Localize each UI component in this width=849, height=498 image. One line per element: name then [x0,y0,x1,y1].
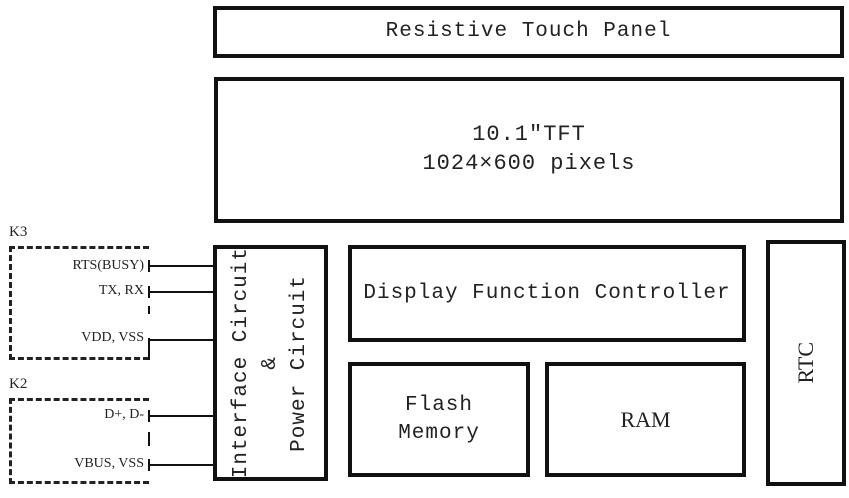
touch-panel-label: Resistive Touch Panel [385,20,672,44]
display-controller-label: Display Function Controller [363,281,731,305]
memory-label: Memory [398,421,480,445]
display-controller-block: Display Function Controller [348,245,746,342]
k3-pin-tx-rx: TX, RX [98,283,144,298]
wire-d-plus-minus [149,415,215,417]
wire-vbus-vss [149,464,215,466]
k3-label: K3 [9,224,28,240]
power-circuit-label: Power Circuit [288,274,312,452]
wire-vdd-vss [149,339,215,341]
ampersand-label: & [258,356,282,370]
wire-tx-rx [149,291,215,293]
k3-pin-vdd-vss: VDD, VSS [81,330,144,345]
k2-pin-vbus-vss: VBUS, VSS [74,456,144,471]
k2-pin-d-plus-minus: D+, D- [104,407,144,422]
tft-display-block: 10.1″TFT 1024×600 pixels [214,77,844,223]
wire-rts-busy [149,265,215,267]
tft-size-label: 10.1″TFT [472,122,586,148]
interface-circuit-label: Interface Circuit [229,247,253,479]
touch-panel-block: Resistive Touch Panel [213,6,844,58]
k3-pin-marker [148,338,150,360]
rtc-block: RTC [766,240,846,486]
interface-power-block: Interface Circuit & Power Circuit [213,245,328,481]
tft-resolution-label: 1024×600 pixels [422,151,636,176]
k3-connector-outline [9,246,149,360]
ram-block: RAM [545,362,746,477]
k2-outline-segment [148,432,150,446]
k3-outline-segment [148,306,150,314]
flash-label: Flash [404,394,473,418]
k2-label: K2 [9,376,28,392]
k3-pin-rts-busy: RTS(BUSY) [72,258,144,273]
ram-label: RAM [620,406,671,432]
flash-memory-block: Flash Memory [348,362,530,477]
k2-connector-outline [9,398,149,484]
rtc-label: RTC [793,342,818,384]
